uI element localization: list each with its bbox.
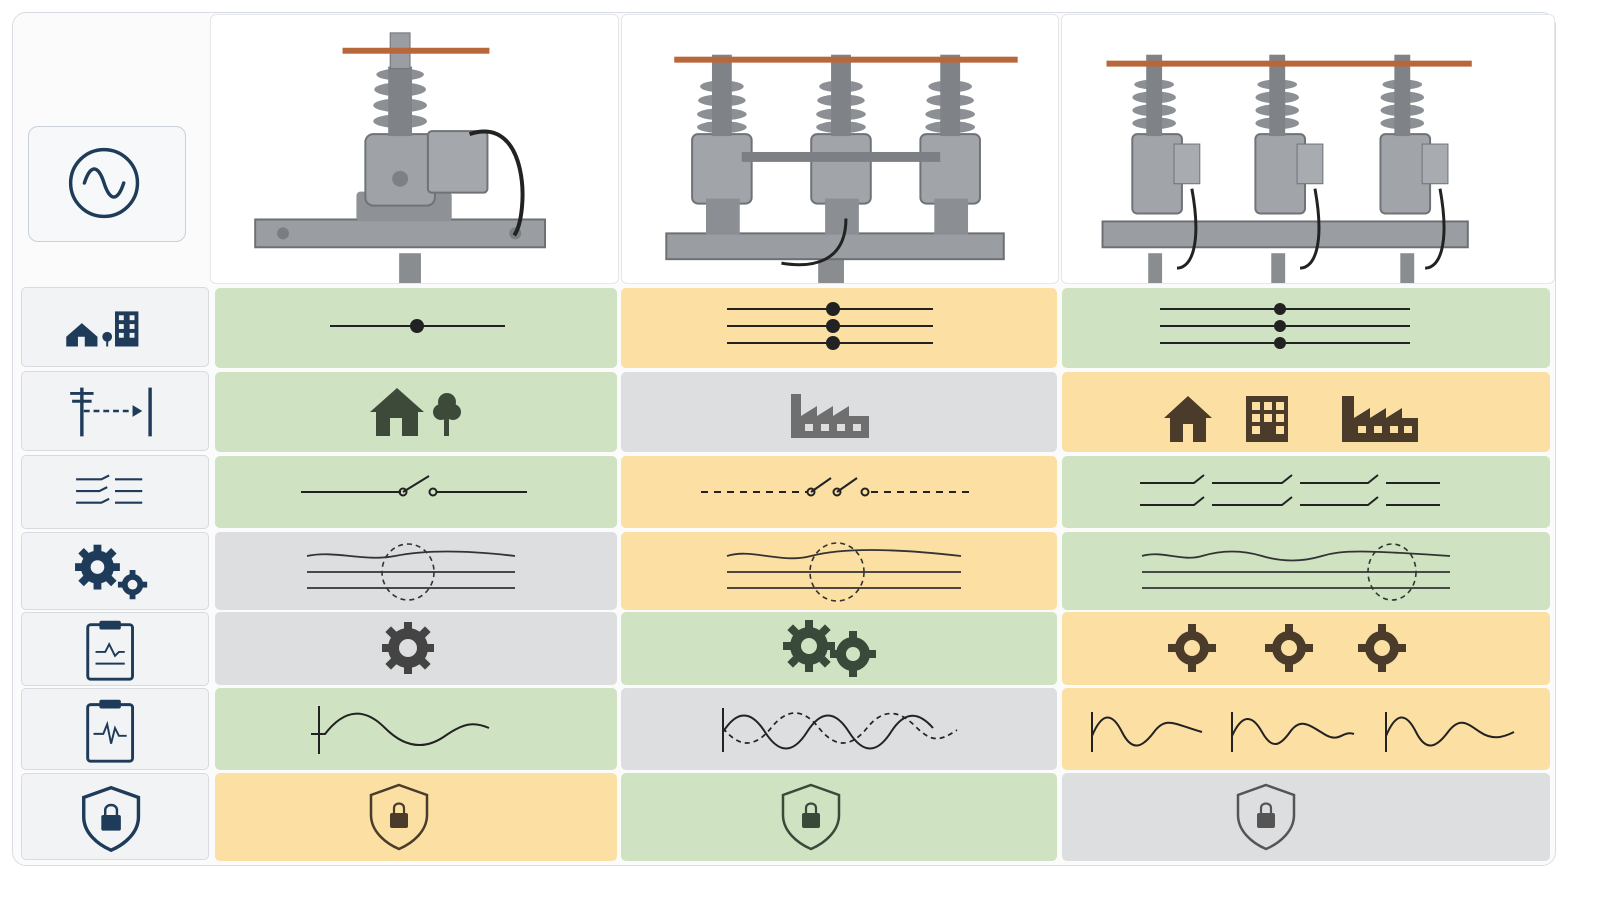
- single-phase-line-icon: [330, 319, 505, 333]
- cell-r4-c3: [1062, 532, 1550, 610]
- row-label-pole-to-load: [21, 371, 209, 451]
- single-gear-icon: [382, 622, 434, 674]
- three-phase-lines-icon: [1160, 303, 1410, 349]
- ac-sine-icon: [68, 147, 140, 219]
- cell-r5-c1: [215, 612, 617, 685]
- shield-lock-icon: [82, 785, 141, 853]
- cell-r6-c1: [215, 688, 617, 770]
- factory-icon: [791, 394, 869, 438]
- shield-lock-icon: [369, 783, 429, 851]
- three-single-phase-reclosers-photo: [1061, 14, 1555, 284]
- house-and-building-icon: [66, 311, 139, 347]
- cell-r6-c2: [621, 688, 1057, 770]
- cell-r3-c1: [215, 456, 617, 528]
- row-label-consumers: [21, 287, 209, 367]
- single-phase-recloser-photo: [210, 14, 619, 284]
- cell-r1-c1: [215, 288, 617, 368]
- cell-r7-c3: [1062, 773, 1550, 861]
- fault-on-lines-icon: [726, 542, 962, 602]
- shield-lock-icon: [781, 783, 841, 851]
- cell-r4-c2: [621, 532, 1057, 610]
- row-label-monitoring: [21, 688, 209, 770]
- independent-switches-icon: [1140, 474, 1440, 506]
- three-phase-ganged-recloser-photo: [621, 14, 1059, 284]
- clipboard-waveform-icon: [86, 699, 135, 763]
- fault-on-lines-icon: [306, 543, 516, 601]
- cell-r3-c3: [1062, 456, 1550, 528]
- house-building-factory-icon: [1164, 396, 1418, 442]
- cell-r5-c3: [1062, 612, 1550, 685]
- single-switch-icon: [301, 475, 527, 497]
- row-label-maintenance: [21, 612, 209, 686]
- cell-r5-c2: [621, 612, 1057, 685]
- clipboard-chart-icon: [86, 620, 134, 681]
- shield-lock-icon: [1236, 783, 1296, 851]
- damped-wave-icon: [311, 706, 490, 754]
- row-label-security: [21, 773, 209, 860]
- three-phase-lines-icon: [727, 302, 933, 350]
- cell-r4-c1: [215, 532, 617, 610]
- cell-r2-c3: [1062, 372, 1550, 452]
- pole-to-load-icon: [70, 387, 152, 437]
- house-and-tree-icon: [370, 388, 461, 436]
- cell-r3-c2: [621, 456, 1057, 528]
- cell-r1-c3: [1062, 288, 1550, 368]
- cell-r1-c2: [621, 288, 1057, 368]
- legend-card: [28, 126, 186, 242]
- comparison-board: [12, 12, 1556, 866]
- switching-lines-icon: [76, 474, 143, 504]
- double-gear-icon: [783, 620, 876, 677]
- cell-r7-c2: [621, 773, 1057, 861]
- cell-r6-c3: [1062, 688, 1550, 770]
- triple-gear-icon: [1168, 624, 1406, 672]
- cell-r7-c1: [215, 773, 617, 861]
- overlapping-waves-icon: [722, 708, 958, 752]
- row-label-switching: [21, 455, 209, 529]
- ganged-switch-icon: [701, 477, 969, 497]
- cell-r2-c1: [215, 372, 617, 452]
- gears-icon: [75, 544, 148, 600]
- three-waves-icon: [1091, 712, 1515, 752]
- cell-r2-c2: [621, 372, 1057, 452]
- row-label-mechanism: [21, 532, 209, 610]
- fault-on-lines-icon: [1141, 543, 1451, 601]
